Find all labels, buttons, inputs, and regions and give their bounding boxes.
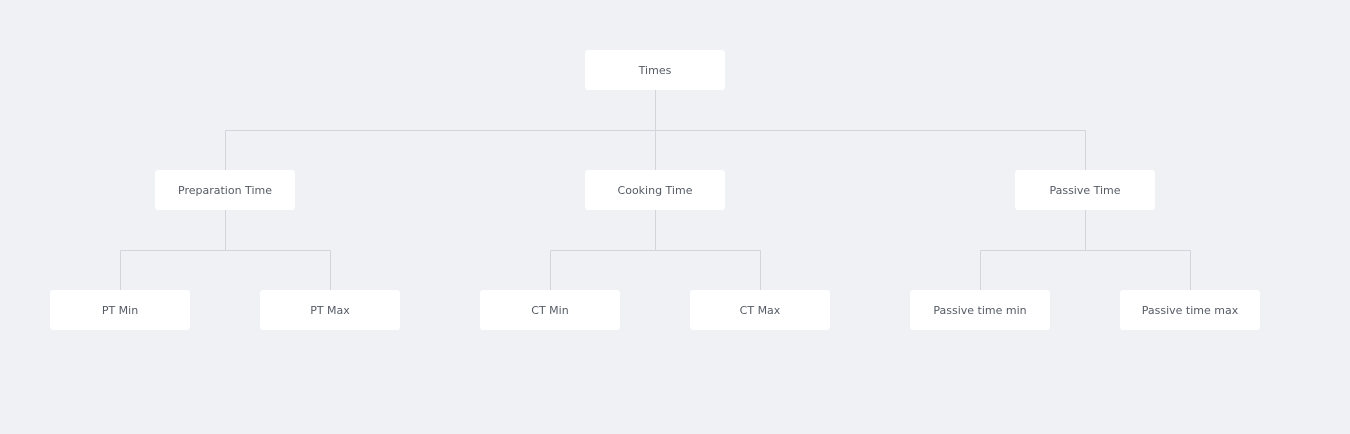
- node-times[interactable]: Times: [585, 50, 725, 90]
- connector-passive-children: [980, 210, 1191, 290]
- node-passive-time-min[interactable]: Passive time min: [910, 290, 1050, 330]
- node-cooking-time[interactable]: Cooking Time: [585, 170, 725, 210]
- connector-root-to-groups: [225, 90, 1086, 170]
- node-label: Times: [638, 63, 672, 77]
- node-label: Cooking Time: [617, 183, 693, 197]
- node-label: PT Min: [101, 303, 139, 317]
- node-label: Passive time max: [1141, 303, 1239, 317]
- node-ct-max[interactable]: CT Max: [690, 290, 830, 330]
- node-label: Passive time min: [933, 303, 1027, 317]
- node-label: CT Max: [739, 303, 781, 317]
- connector-preparation-children: [120, 210, 331, 290]
- node-passive-time-max[interactable]: Passive time max: [1120, 290, 1260, 330]
- node-ct-min[interactable]: CT Min: [480, 290, 620, 330]
- node-label: CT Min: [531, 303, 569, 317]
- connector-cooking-children: [550, 210, 761, 290]
- node-label: Preparation Time: [178, 183, 272, 197]
- node-pt-min[interactable]: PT Min: [50, 290, 190, 330]
- node-pt-max[interactable]: PT Max: [260, 290, 400, 330]
- node-preparation-time[interactable]: Preparation Time: [155, 170, 295, 210]
- node-label: PT Max: [310, 303, 350, 317]
- node-label: Passive Time: [1049, 183, 1121, 197]
- node-passive-time[interactable]: Passive Time: [1015, 170, 1155, 210]
